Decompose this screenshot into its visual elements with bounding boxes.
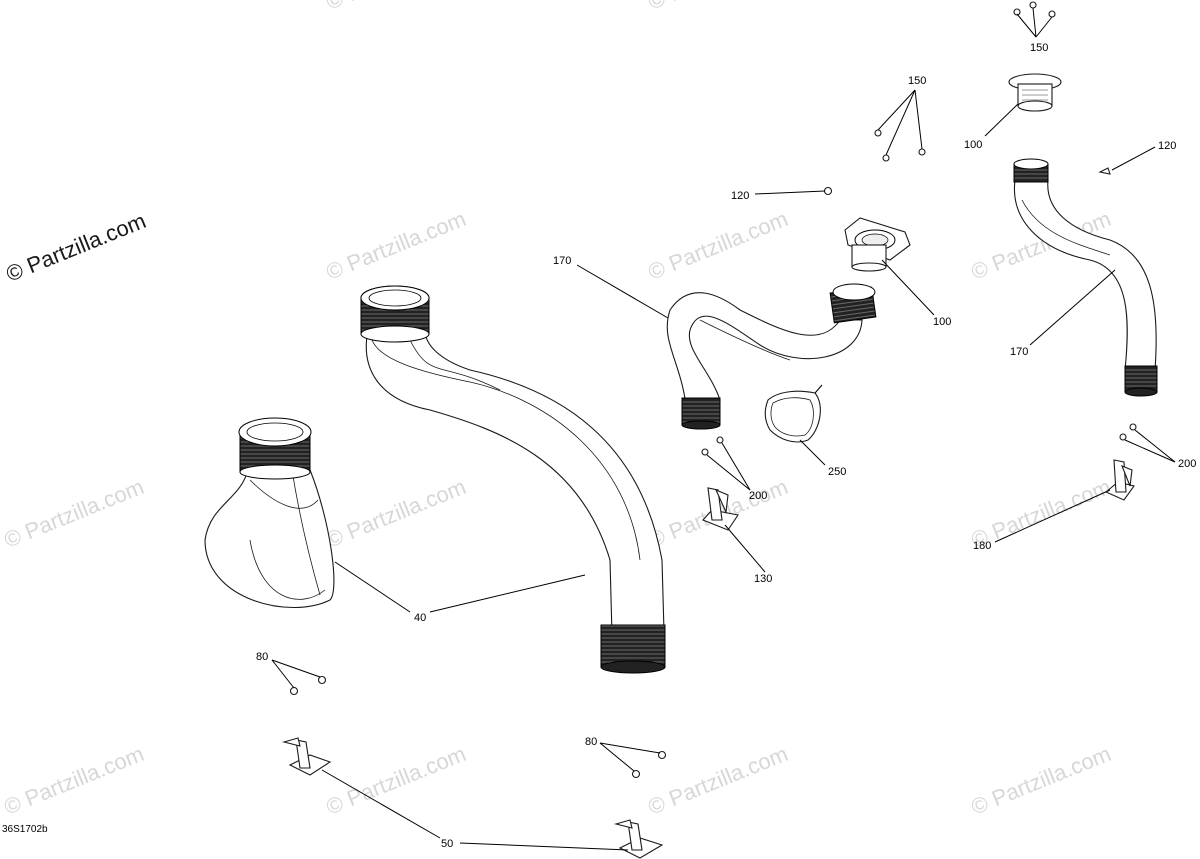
- callout-120[interactable]: 120: [731, 190, 749, 202]
- callout-40[interactable]: 40: [414, 612, 426, 624]
- callout-100[interactable]: 100: [933, 316, 951, 328]
- clamp-50-left[interactable]: [281, 737, 332, 776]
- hose-40-elbow[interactable]: [204, 417, 335, 608]
- gasket-250[interactable]: [764, 384, 823, 443]
- watermark: © Partzilla.com: [645, 741, 792, 820]
- hose-40-long[interactable]: [360, 285, 666, 674]
- watermark: © Partzilla.com: [323, 206, 470, 285]
- hose-170-right[interactable]: [1013, 158, 1158, 397]
- callout-250[interactable]: 250: [828, 466, 846, 478]
- callout-80[interactable]: 80: [256, 651, 268, 663]
- callout-150[interactable]: 150: [908, 75, 926, 87]
- clamp-130[interactable]: [702, 487, 739, 531]
- callout-100[interactable]: 100: [964, 139, 982, 151]
- watermark: © Partzilla.com: [323, 741, 470, 820]
- vent-100-center[interactable]: [844, 217, 911, 272]
- watermark-main: © Partzilla.com: [3, 208, 150, 287]
- clamp-180[interactable]: [1104, 459, 1135, 501]
- watermark: © Partzilla.com: [968, 741, 1115, 820]
- clamp-50-right[interactable]: [613, 819, 664, 859]
- callout-130[interactable]: 130: [754, 573, 772, 585]
- callout-labels: 150 150 100 100 120 120 170 170 200 200 …: [256, 42, 1196, 850]
- callout-50[interactable]: 50: [441, 838, 453, 850]
- hose-170-center[interactable]: [666, 283, 877, 430]
- watermark: © Partzilla.com: [645, 0, 792, 15]
- drawing-code: 36S1702b: [2, 824, 48, 835]
- callout-150[interactable]: 150: [1030, 42, 1048, 54]
- vent-100-top[interactable]: [1008, 73, 1062, 112]
- leader-lines: [271, 7, 1176, 851]
- watermark: © Partzilla.com: [323, 0, 470, 15]
- callout-120[interactable]: 120: [1158, 140, 1176, 152]
- watermark: © Partzilla.com: [1, 474, 148, 553]
- callout-180[interactable]: 180: [973, 540, 991, 552]
- callout-80[interactable]: 80: [585, 736, 597, 748]
- callout-200[interactable]: 200: [1178, 458, 1196, 470]
- watermark: © Partzilla.com: [645, 206, 792, 285]
- callout-170[interactable]: 170: [553, 255, 571, 267]
- callout-170[interactable]: 170: [1010, 346, 1028, 358]
- watermark: © Partzilla.com: [323, 474, 470, 553]
- watermark: © Partzilla.com: [1, 741, 148, 820]
- callout-200[interactable]: 200: [749, 490, 767, 502]
